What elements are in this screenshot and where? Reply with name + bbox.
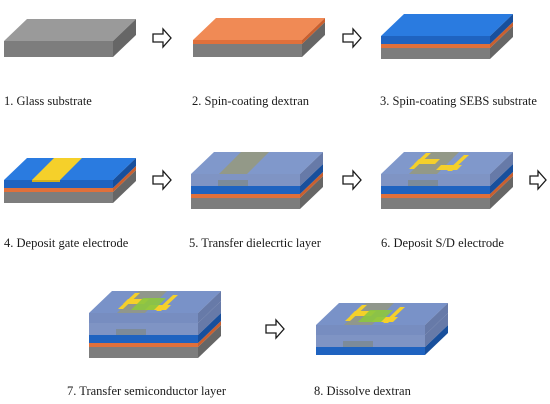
arrow-right-icon [152, 169, 172, 191]
step-5-device [191, 152, 323, 209]
glass-side [490, 26, 513, 59]
glass-front [191, 198, 300, 209]
dielectric-side [300, 152, 323, 186]
dextran-side [490, 172, 513, 198]
gate-under-dielectric [219, 152, 269, 174]
semiconductor-side [198, 291, 221, 323]
arrow-right-icon [265, 318, 285, 340]
source-electrode-pad [118, 293, 140, 309]
semiconductor-front [89, 313, 198, 323]
step-7-device [89, 291, 221, 358]
glass-side [198, 325, 221, 358]
arrow-right-icon [342, 169, 362, 191]
dextran-front [4, 188, 113, 192]
sebs-front [381, 36, 490, 44]
glass-front [89, 347, 198, 358]
glass-top [4, 19, 136, 41]
dielectric-front [191, 174, 300, 186]
glass-front [381, 48, 490, 59]
dielectric-front [381, 174, 490, 186]
glass-side [302, 22, 325, 57]
drain-electrode-pad [447, 155, 469, 171]
sebs-side [300, 164, 323, 194]
drain-electrode-pad [156, 295, 178, 311]
step-2-caption: 2. Spin-coating dextran [192, 94, 310, 108]
sebs-side [198, 313, 221, 343]
drain-electrode-pad [383, 307, 405, 323]
sebs-front [191, 186, 300, 194]
dielectric-side [198, 301, 221, 335]
semiconductor-front [316, 325, 425, 335]
dextran-front [193, 40, 302, 44]
arrow-right-icon [529, 169, 547, 191]
glass-front [193, 44, 302, 57]
step-1-caption: 1. Glass substrate [4, 94, 92, 108]
step-1-device [4, 19, 136, 57]
dielectric-side [490, 152, 513, 186]
glass-front [4, 41, 113, 57]
step-4-caption: 4. Deposit gate electrode [4, 236, 129, 250]
step-2-device [193, 18, 325, 57]
dextran-side [198, 321, 221, 347]
gate-electrode-edge [32, 180, 60, 182]
step-7-caption: 7. Transfer semiconductor layer [67, 384, 227, 398]
step-3-device [381, 14, 513, 59]
sebs-front [89, 335, 198, 343]
dextran-front [381, 194, 490, 198]
semiconductor-channel [358, 310, 393, 322]
semiconductor-channel [131, 298, 166, 310]
process-arrows [152, 27, 547, 340]
arrow-right-icon [342, 27, 362, 49]
step-4-device [4, 158, 136, 203]
dextran-side [302, 18, 325, 44]
dextran-front [191, 194, 300, 198]
step-3-caption: 3. Spin-coating SEBS substrate [380, 94, 537, 108]
step-6-caption: 6. Deposit S/D electrode [381, 236, 504, 250]
dextran-side [113, 166, 136, 192]
sebs-front [4, 180, 113, 188]
dextran-front [89, 343, 198, 347]
sebs-side [490, 14, 513, 44]
dextran-side [300, 172, 323, 198]
glass-side [490, 176, 513, 209]
glass-side [300, 176, 323, 209]
semiconductor-side [425, 303, 448, 335]
sebs-side [113, 158, 136, 188]
dextran-front [381, 44, 490, 48]
dielectric-front [89, 323, 198, 335]
sebs-side [425, 325, 448, 355]
dextran-side [490, 22, 513, 48]
glass-front [4, 192, 113, 203]
arrow-right-icon [152, 27, 172, 49]
step-8-caption: 8. Dissolve dextran [314, 384, 412, 398]
source-electrode-pad [345, 305, 367, 321]
sebs-top [381, 14, 513, 36]
dextran-top [193, 18, 325, 40]
step-6-device [381, 152, 513, 209]
source-electrode-pad [409, 153, 431, 169]
sebs-front [381, 186, 490, 194]
step-8-device [316, 303, 448, 355]
dielectric-front [316, 335, 425, 347]
glass-front [381, 198, 490, 209]
gate-electrode [32, 158, 82, 180]
sebs-side [490, 164, 513, 194]
dielectric-side [425, 313, 448, 347]
step-5-caption: 5. Transfer dielecrtic layer [189, 236, 322, 250]
sebs-front [316, 347, 425, 355]
step-captions: 1. Glass substrate 2. Spin-coating dextr… [4, 94, 537, 398]
glass-side [113, 170, 136, 203]
glass-side [113, 19, 136, 57]
